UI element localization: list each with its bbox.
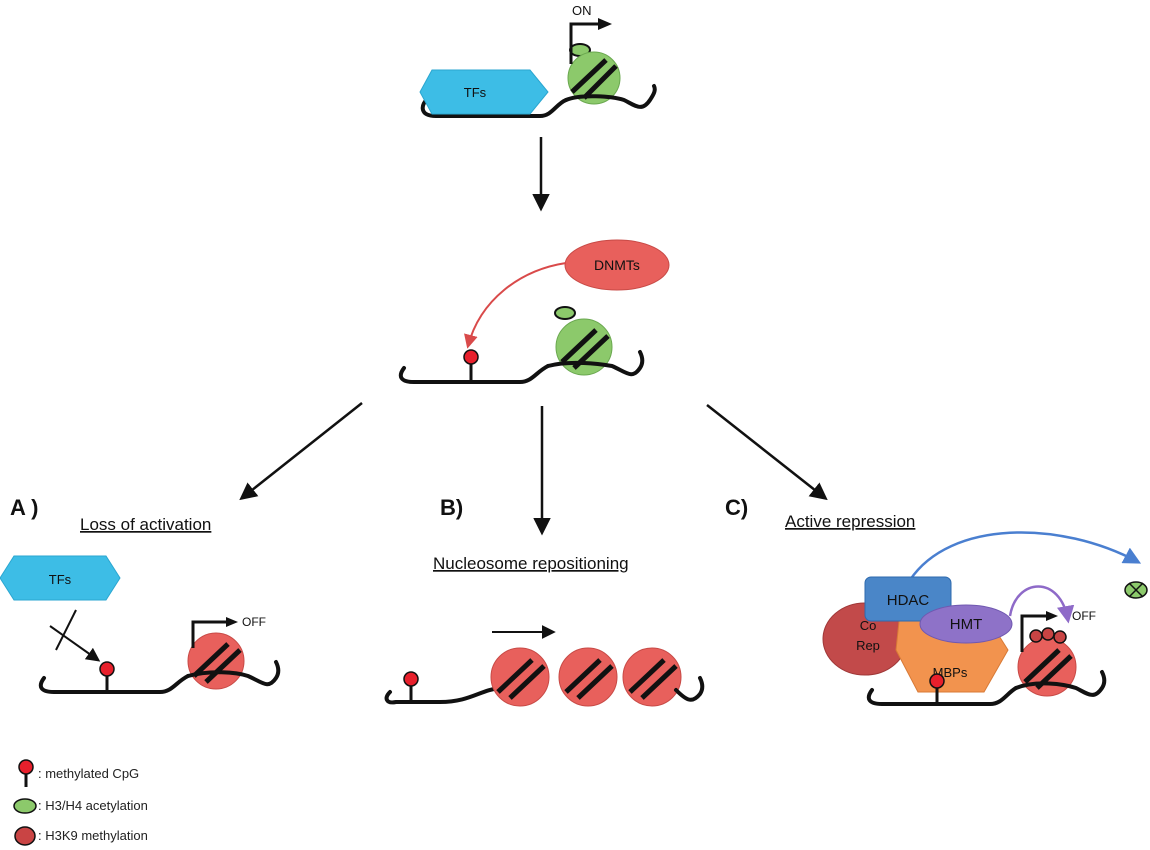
corep-label-line2: Rep xyxy=(856,638,880,653)
methylated-cpg-symbol xyxy=(18,759,34,775)
tf-label: TFs xyxy=(464,85,487,100)
methylation-arrow xyxy=(464,262,567,349)
panel-b-title: Nucleosome repositioning xyxy=(433,554,629,573)
panel-b-letter: B) xyxy=(440,495,463,520)
dna-strand xyxy=(398,364,550,384)
corep-label-line1: Co xyxy=(860,618,877,633)
legend-item-methylated-cpg: : methylated CpG xyxy=(18,759,139,787)
hmt-label: HMT xyxy=(950,616,983,633)
panel-a-letter: A ) xyxy=(10,495,39,520)
deacetylation-arrow xyxy=(908,531,1142,581)
removed-acetyl-mark xyxy=(1124,581,1148,599)
dnmt-enzyme xyxy=(564,239,670,291)
transcription-start-arrow xyxy=(569,18,612,64)
legend-label: : methylated CpG xyxy=(38,766,139,781)
legend-label: : H3/H4 acetylation xyxy=(38,798,148,813)
dna-strand-right xyxy=(186,660,281,687)
off-label: OFF xyxy=(1072,609,1096,623)
dna-strand xyxy=(38,674,190,694)
hmt-complex xyxy=(919,604,1013,644)
dnmt-label: DNMTs xyxy=(594,257,640,273)
legend-item-h3k9-methylation: : H3K9 methylation xyxy=(14,826,148,846)
active-gene-state: TFs ON xyxy=(419,3,657,118)
panel-b-nucleosome-repositioning: B) Nucleosome repositioning xyxy=(384,495,705,707)
acetylation-mark xyxy=(554,306,576,320)
panel-c-active-repression: C) Active repression Co Rep MBPs HDAC HM… xyxy=(725,495,1148,706)
panel-a-loss-of-activation: A ) Loss of activation TFs OFF xyxy=(0,495,281,694)
legend: : methylated CpG : H3/H4 acetylation : H… xyxy=(13,759,148,846)
methylated-nucleosome xyxy=(187,632,245,690)
transcription-start-arrow xyxy=(191,617,238,648)
off-label: OFF xyxy=(242,615,266,629)
h3k9-methylation-symbol xyxy=(14,826,36,846)
methylated-nucleosome xyxy=(622,647,682,707)
methylated-nucleosome xyxy=(558,647,618,707)
methylation-transfer-arrow xyxy=(1008,585,1075,624)
blocked-binding-arrow xyxy=(49,609,101,662)
dna-strand xyxy=(384,686,502,705)
legend-item-acetylation: : H3/H4 acetylation xyxy=(13,798,148,814)
dna-strand-right xyxy=(674,676,705,702)
h3k9-methyl-mark xyxy=(1029,629,1043,643)
tf-hexagon xyxy=(0,555,121,601)
branch-arrow-c xyxy=(706,404,828,501)
panel-a-title: Loss of activation xyxy=(80,515,211,534)
h3k9-methyl-mark xyxy=(1053,630,1067,644)
histone-octamer xyxy=(567,51,621,105)
methylated-nucleosome xyxy=(1017,627,1077,697)
dna-strand-right xyxy=(564,84,657,109)
panel-c-letter: C) xyxy=(725,495,748,520)
tf-label: TFs xyxy=(49,572,72,587)
methylated-cpg xyxy=(99,661,115,692)
dna-strand-right xyxy=(546,350,645,377)
methylated-nucleosome xyxy=(490,647,550,707)
h3k9-methyl-mark xyxy=(1041,627,1055,641)
methylated-cpg xyxy=(403,671,419,702)
on-label: ON xyxy=(572,3,592,18)
dna-strand xyxy=(420,96,568,118)
hdac-complex xyxy=(864,576,952,622)
dna-strand-right xyxy=(1014,670,1107,697)
acetylated-nucleosome xyxy=(567,43,621,105)
methylated-cpg xyxy=(929,673,945,704)
methylated-cpg xyxy=(463,349,479,382)
tf-hexagon xyxy=(419,69,549,115)
methylation-step: DNMTs xyxy=(398,239,670,384)
branch-arrow-a xyxy=(239,402,363,501)
hdac-label: HDAC xyxy=(887,592,930,609)
panel-c-title: Active repression xyxy=(785,512,915,531)
legend-label: : H3K9 methylation xyxy=(38,828,148,843)
transcription-start-arrow xyxy=(1020,611,1058,652)
acetylation-symbol xyxy=(13,798,37,814)
